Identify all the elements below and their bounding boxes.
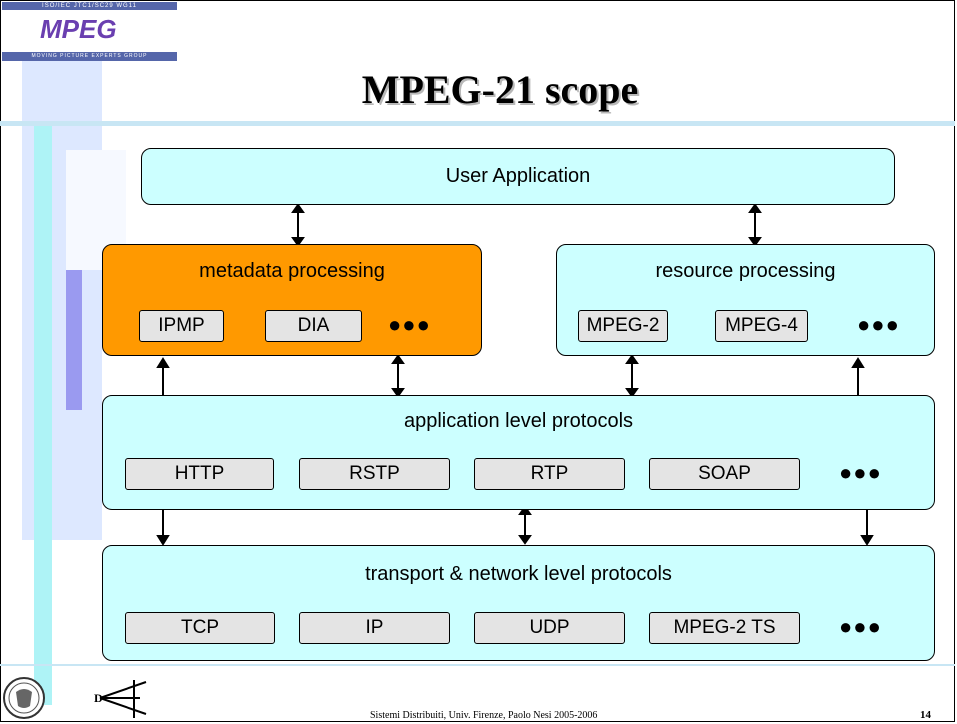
mpeg-logo: ISO/IEC JTC1/SC29 WG11 MPEG MOVING PICTU… [2, 2, 177, 64]
chip-http: HTTP [125, 458, 274, 490]
metadata-processing-box: metadata processing IPMP DIA ●●● [102, 244, 482, 356]
resource-processing-label: resource processing [655, 260, 836, 282]
chip-soap: SOAP [649, 458, 800, 490]
chip-tcp: TCP [125, 612, 275, 644]
user-application-box: User Application [141, 148, 895, 205]
chip-mpeg-4: MPEG-4 [715, 310, 808, 342]
resource-processing-box: resource processing MPEG-2 MPEG-4 ●●● [556, 244, 935, 356]
more-dots: ●●● [388, 312, 431, 337]
chip-dia: DIA [265, 310, 362, 342]
university-seal-icon [3, 677, 45, 719]
chip-mpeg-2-ts: MPEG-2 TS [649, 612, 800, 644]
chip-ip: IP [299, 612, 450, 644]
chip-ipmp: IPMP [139, 310, 224, 342]
decor-bar-purple [66, 270, 82, 410]
page-number: 14 [920, 709, 931, 721]
chip-rtp: RTP [474, 458, 625, 490]
application-protocols-label: application level protocols [403, 410, 634, 432]
metadata-processing-label: metadata processing [199, 260, 385, 282]
application-protocols-box: application level protocols HTTP RSTP RT… [102, 395, 935, 510]
more-dots: ●●● [857, 312, 900, 337]
chip-mpeg-2: MPEG-2 [578, 310, 668, 342]
transport-protocols-label: transport & network level protocols [365, 563, 672, 585]
footer-text: Sistemi Distribuiti, Univ. Firenze, Paol… [370, 710, 598, 721]
chip-rstp: RSTP [299, 458, 450, 490]
decor-line-bottom [0, 664, 955, 666]
decor-bar-cyan [34, 125, 52, 705]
department-logo-icon: D [94, 680, 147, 718]
logo-bottom-text: MOVING PICTURE EXPERTS GROUP [2, 52, 177, 61]
decor-line-top [0, 121, 955, 126]
slide-title: MPEG-21 scope [361, 67, 639, 112]
logo-wordmark: MPEG [40, 14, 117, 44]
user-application-label: User Application [445, 165, 591, 187]
more-dots: ●●● [839, 614, 882, 639]
chip-udp: UDP [474, 612, 625, 644]
transport-protocols-box: transport & network level protocols TCP … [102, 545, 935, 661]
logo-top-text: ISO/IEC JTC1/SC29 WG11 [2, 2, 177, 10]
more-dots: ●●● [839, 460, 882, 485]
svg-text:D: D [94, 691, 103, 705]
